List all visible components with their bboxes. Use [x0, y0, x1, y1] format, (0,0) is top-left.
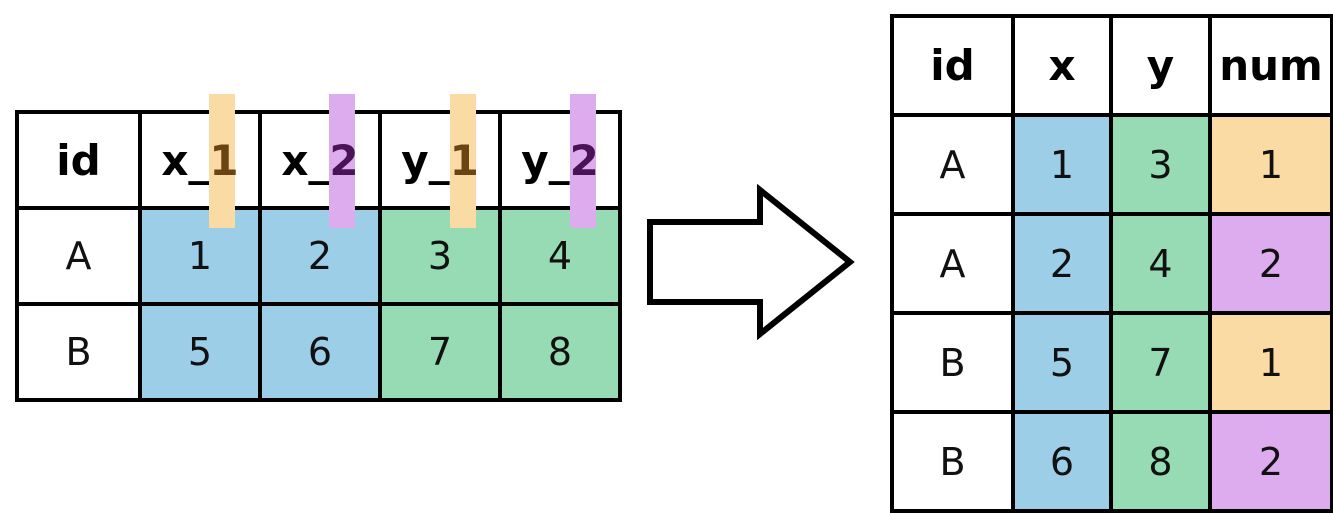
long-table-header-row: id x y num [890, 14, 1333, 117]
wide-header-cell-id: id [15, 110, 142, 210]
wide-cell-y2-0: 4 [498, 206, 622, 306]
wide-header-base-id: id [56, 135, 101, 185]
wide-cell-x1-1: 5 [138, 302, 262, 402]
long-table: id x y num A 1 3 1 A 2 4 2 B 5 7 1 B 6 8… [890, 14, 1333, 513]
long-cell-id-3: B [890, 410, 1015, 513]
wide-header-suffix-x1: 1 [209, 93, 239, 228]
wide-table-header-row: id x_1 x_2 y_1 y_2 [15, 93, 622, 228]
wide-header-label-x2: x_2 [281, 93, 359, 228]
table-row: A 2 4 2 [890, 212, 1333, 315]
wide-header-cell-x2: x_2 [258, 93, 382, 228]
long-cell-x-3: 6 [1011, 410, 1113, 513]
wide-header-digit-y2: 2 [569, 135, 599, 185]
wide-cell-id-0: A [15, 206, 142, 306]
long-header-cell-x: x [1011, 14, 1113, 117]
long-cell-num-3: 2 [1208, 410, 1333, 513]
long-header-cell-y: y [1109, 14, 1212, 117]
wide-header-suffix-x2: 2 [329, 93, 359, 228]
wide-cell-y1-1: 7 [378, 302, 502, 402]
wide-cell-x2-0: 2 [258, 206, 382, 306]
long-cell-num-2: 1 [1208, 311, 1333, 414]
long-cell-y-1: 4 [1109, 212, 1212, 315]
wide-header-base-y1: y_ [401, 135, 450, 185]
highlight-strip-purple [569, 93, 596, 228]
long-cell-id-0: A [890, 113, 1015, 216]
wide-header-label-id: id [56, 139, 100, 182]
long-cell-x-2: 5 [1011, 311, 1113, 414]
wide-cell-y2-1: 8 [498, 302, 622, 402]
wide-header-suffix-y2: 2 [569, 93, 599, 228]
wide-header-base-y2: y_ [521, 135, 570, 185]
long-cell-y-3: 8 [1109, 410, 1212, 513]
wide-cell-y1-0: 3 [378, 206, 502, 306]
long-header-cell-num: num [1208, 14, 1333, 117]
highlight-strip-orange [449, 93, 476, 228]
wide-cell-id-1: B [15, 302, 142, 402]
wide-header-cell-y2: y_2 [498, 93, 622, 228]
wide-header-label-y1: y_1 [401, 93, 479, 228]
highlight-strip-orange [209, 93, 236, 228]
wide-header-label-y2: y_2 [521, 93, 599, 228]
long-cell-y-2: 7 [1109, 311, 1212, 414]
table-row: B 6 8 2 [890, 410, 1333, 513]
wide-header-digit-x1: 1 [209, 135, 239, 185]
long-cell-x-1: 2 [1011, 212, 1113, 315]
long-cell-y-0: 3 [1109, 113, 1212, 216]
long-cell-id-1: A [890, 212, 1015, 315]
table-row: A 1 3 1 [890, 113, 1333, 216]
long-cell-num-0: 1 [1208, 113, 1333, 216]
wide-header-base-x1: x_ [161, 135, 210, 185]
table-row: B 5 7 1 [890, 311, 1333, 414]
wide-header-cell-y1: y_1 [378, 93, 502, 228]
transform-arrow-icon [647, 183, 855, 341]
long-header-cell-id: id [890, 14, 1015, 117]
arrow-shape [647, 183, 855, 341]
wide-table: id x_1 x_2 y_1 y_2 A 1 2 3 4 B 5 6 [15, 93, 622, 402]
wide-cell-x1-0: 1 [138, 206, 262, 306]
long-cell-num-1: 2 [1208, 212, 1333, 315]
long-cell-id-2: B [890, 311, 1015, 414]
wide-header-suffix-y1: 1 [449, 93, 479, 228]
wide-header-digit-y1: 1 [449, 135, 479, 185]
wide-header-cell-x1: x_1 [138, 93, 262, 228]
long-cell-x-0: 1 [1011, 113, 1113, 216]
table-row: B 5 6 7 8 [15, 302, 622, 402]
highlight-strip-purple [329, 93, 356, 228]
wide-header-label-x1: x_1 [161, 93, 239, 228]
wide-header-base-x2: x_ [281, 135, 330, 185]
wide-header-digit-x2: 2 [329, 135, 359, 185]
table-row: A 1 2 3 4 [15, 206, 622, 306]
wide-cell-x2-1: 6 [258, 302, 382, 402]
